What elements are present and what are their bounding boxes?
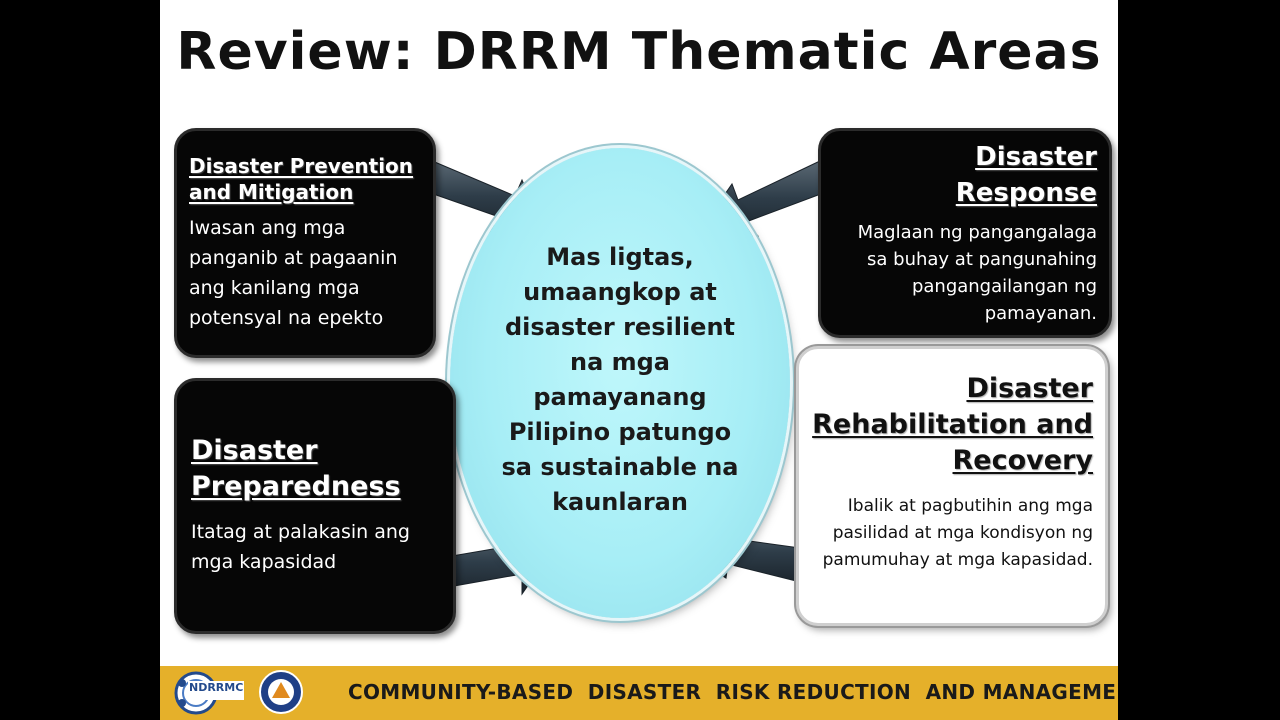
center-goal-oval: Mas ligtas, umaangkop at disaster resili… [450, 148, 790, 618]
area-description: Ibalik at pagbutihin ang mga pasilidad a… [822, 496, 1093, 570]
area-box-rehabilitation-recovery: Disaster Rehabilitation and Recovery Iba… [796, 346, 1108, 626]
area-title: Disaster Response [955, 142, 1097, 208]
slide-title: Review: DRRM Thematic Areas [176, 22, 1102, 82]
area-title: Disaster Rehabilitation and Recovery [812, 373, 1093, 476]
area-box-response: Disaster Response Maglaan ng pangangalag… [818, 128, 1112, 338]
slide: Review: DRRM Thematic Areas Mas ligtas, … [160, 0, 1118, 720]
area-box-preparedness: Disaster Preparedness Itatag at palakasi… [174, 378, 456, 634]
ndrrmc-logo-text: NDRRMC [188, 681, 245, 694]
area-title: Disaster Prevention and Mitigation [189, 154, 414, 204]
footer-bar: NDRRMC COMMUNITY-BASED DISASTER RISK RED… [160, 666, 1118, 720]
area-description: Maglaan ng pangangalaga sa buhay at pang… [857, 222, 1097, 324]
area-box-prevention-mitigation: Disaster Prevention and Mitigation Iwasa… [174, 128, 436, 358]
area-description: Iwasan ang mga panganib at pagaanin ang … [189, 217, 398, 329]
area-description: Itatag at palakasin ang mga kapasidad [191, 521, 410, 573]
civil-defense-seal-icon [259, 670, 303, 714]
area-title: Disaster Preparedness [191, 435, 401, 502]
center-goal-text: Mas ligtas, umaangkop at disaster resili… [501, 243, 739, 516]
footer-program-name: COMMUNITY-BASED DISASTER RISK REDUCTION … [348, 680, 1118, 704]
